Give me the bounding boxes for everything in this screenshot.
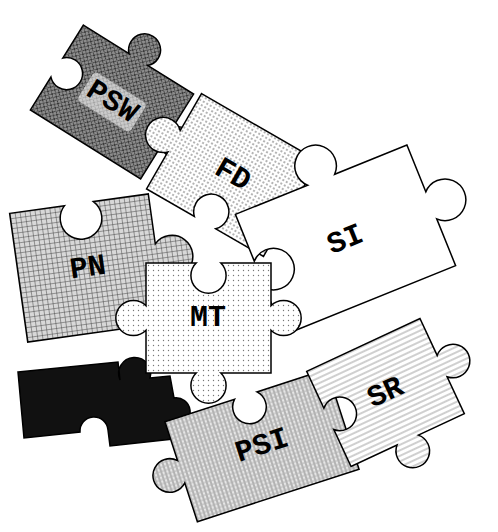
piece-label: PN: [64, 248, 112, 288]
puzzle-piece: MT: [146, 263, 271, 373]
piece-label: MT: [186, 301, 230, 335]
piece-shape: [306, 306, 498, 492]
piece-shape: [115, 263, 300, 403]
